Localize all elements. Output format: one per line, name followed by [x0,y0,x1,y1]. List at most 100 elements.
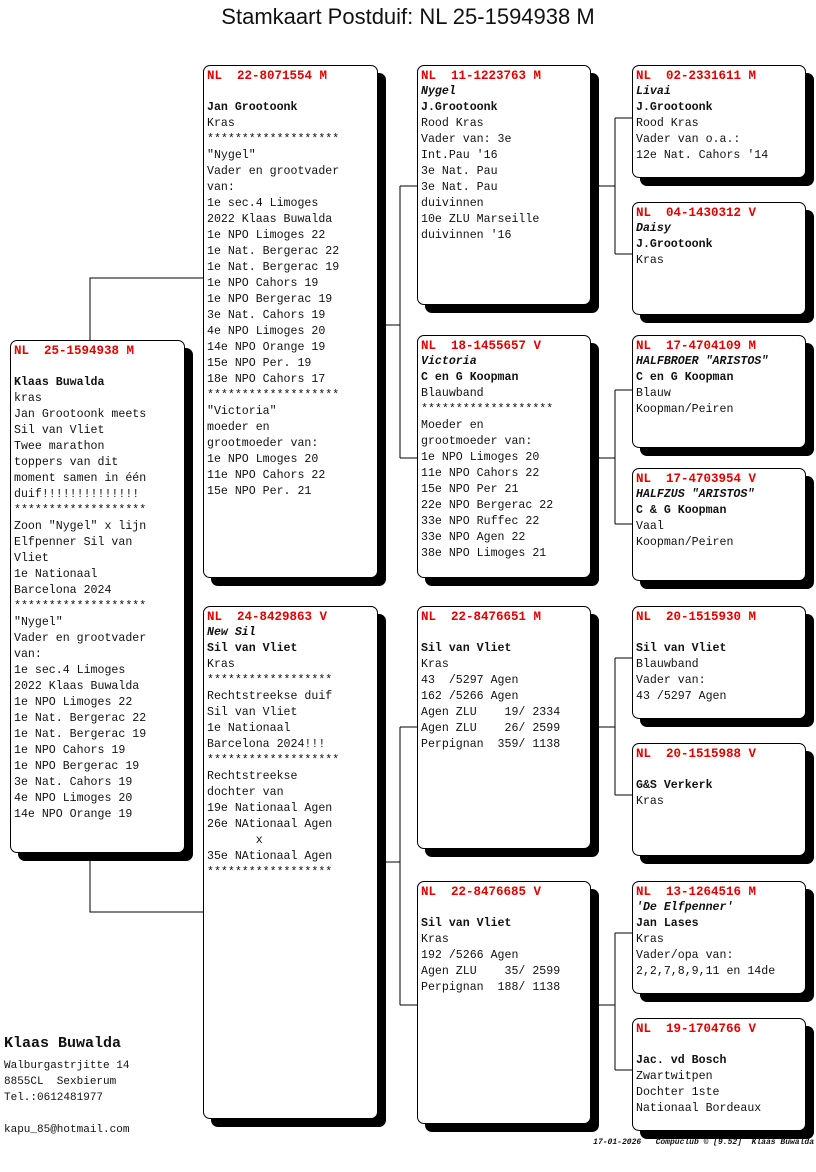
info-line: "Victoria" [207,405,277,418]
info-line: 14e NPO Orange 19 [14,808,133,821]
info-line: Vader/opa van: [636,949,734,962]
ring-number: NL 24-8429863 V [207,610,328,624]
info-line: 1e NPO Bergerac 19 [207,293,333,306]
info-line: Kras [636,933,664,946]
info-line: 3e Nat. Cahors 19 [14,776,133,789]
info-line: Kras [207,658,235,671]
ring-number: NL 22-8476651 M [421,610,542,624]
info-line: Kras [636,254,664,267]
info-line: Vader van: [636,674,706,687]
pigeon-name: New Sil [207,626,256,639]
info-line: Rood Kras [636,117,699,130]
info-line: Rechtstreekse [207,770,298,783]
info-line: 1e sec.4 Limoges [207,197,319,210]
breeder-name: Sil van Vliet [421,642,512,655]
info-line: 4e NPO Limoges 20 [207,325,326,338]
info-line: Vaal [636,520,664,533]
info-line: Perpignan 359/ 1138 [421,738,561,751]
owner-address: Walburgastrjitte 14 [4,1060,130,1072]
pigeon-name: Livai [636,85,671,98]
info-line: ******************* [421,403,554,416]
info-line: Agen ZLU 19/ 2334 [421,706,561,719]
info-line: Kras [636,795,664,808]
page-title: Stamkaart Postduif: NL 25-1594938 M [221,4,595,29]
info-line: Sil van Vliet [207,706,298,719]
info-line: 3e Nat. Pau [421,165,498,178]
owner-name: Klaas Buwalda [4,1035,122,1052]
info-line: 15e NPO Per. 21 [207,485,312,498]
breeder-name: C & G Koopman [636,504,727,517]
info-line [14,359,184,375]
info-line: 18e NPO Cahors 17 [207,373,326,386]
info-line: Kras [421,933,449,946]
ring-number: NL 04-1430312 V [636,206,757,220]
ring-number: NL 17-4704109 M [636,339,757,353]
info-line: 1e Nat. Bergerac 22 [14,712,147,725]
breeder-name: Sil van Vliet [207,642,298,655]
info-line: ****************** [207,674,333,687]
info-line: Moeder en [421,419,484,432]
breeder-name: Sil van Vliet [636,642,727,655]
info-line: 15e NPO Per 21 [421,483,519,496]
breeder-name: J.Grootoonk [636,101,713,114]
info-line: Perpignan 188/ 1138 [421,981,561,994]
breeder-name: Jan Grootoonk [207,101,298,114]
info-line: duivinnen '16 [421,229,512,242]
owner-info: Klaas Buwalda Walburgastrjitte 14 8855CL… [4,1035,129,1138]
info-line: 2022 Klaas Buwalda [14,680,140,693]
info-line: Agen ZLU 26/ 2599 [421,722,561,735]
info-line: 14e NPO Orange 19 [207,341,326,354]
ring-number: NL 22-8476685 V [421,885,542,899]
info-line [207,84,377,100]
breeder-name: Jac. vd Bosch [636,1054,727,1067]
info-line [636,1037,805,1053]
info-line: duivinnen [421,197,484,210]
info-line: "Nygel" [207,149,256,162]
info-line: Rechtstreekse duif [207,690,333,703]
info-line: 11e NPO Cahors 22 [421,467,540,480]
info-line: 26e NAtionaal Agen [207,818,333,831]
info-line: 1e Nat. Bergerac 22 [207,245,340,258]
info-line: ******************* [207,133,340,146]
info-line: Blauw [636,387,671,400]
info-line: Koopman/Peiren [636,536,734,549]
ring-number: NL 11-1223763 M [421,69,542,83]
pigeon-name: Victoria [421,355,477,368]
info-line: Agen ZLU 35/ 2599 [421,965,561,978]
info-line: Blauwband [636,658,699,671]
info-line: 2,2,7,8,9,11 en 14de [636,965,776,978]
info-line: grootmoeder van: [207,437,319,450]
info-line: 43 /5297 Agen [636,690,727,703]
info-line: ******************* [207,389,340,402]
info-line: dochter van [207,786,284,799]
breeder-name: Jan Lases [636,917,699,930]
breeder-name: Klaas Buwalda [14,376,105,389]
footer-credit: 17-01-2026 Compuclub © [9.52] Klaas Buwa… [593,1138,814,1147]
info-line: 12e Nat. Cahors '14 [636,149,769,162]
info-line: Elfpenner Sil van [14,536,133,549]
pigeon-name: HALFBROER "ARISTOS" [636,355,769,368]
ring-number: NL 25-1594938 M [14,344,135,358]
owner-city: 8855CL Sexbierum [4,1076,117,1088]
ring-number: NL 18-1455657 V [421,339,542,353]
info-line: Jan Grootoonk meets [14,408,147,421]
owner-email[interactable]: kapu_85@hotmail.com [4,1124,130,1136]
info-line: "Nygel" [14,616,63,629]
info-line: 4e NPO Limoges 20 [14,792,133,805]
ring-number: NL 13-1264516 M [636,885,757,899]
